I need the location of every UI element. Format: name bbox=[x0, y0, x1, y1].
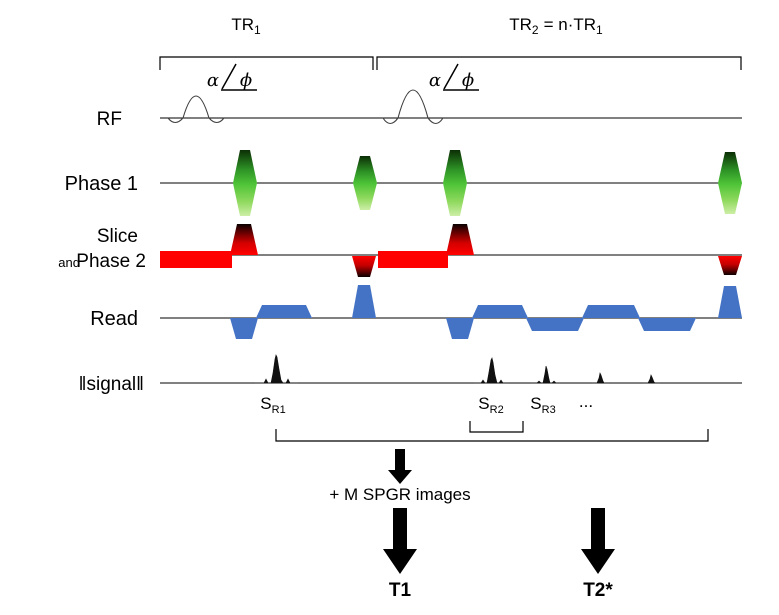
read-row-label: Read bbox=[90, 308, 138, 330]
tr2-label-eq-sub: 1 bbox=[596, 23, 603, 37]
tr1-label-sub: 1 bbox=[254, 23, 261, 37]
flip-angle-1-slash bbox=[221, 63, 237, 90]
echo-label-ellipsis: ... bbox=[579, 392, 593, 411]
sr2-sub: R2 bbox=[490, 404, 504, 416]
rf-pulse-1 bbox=[167, 95, 225, 124]
sr1-base: S bbox=[260, 394, 271, 413]
signal-echo-3 bbox=[531, 365, 560, 384]
bracket-sr2 bbox=[469, 421, 524, 433]
flip-angle-2-slash bbox=[443, 63, 459, 90]
slice-row-label: Slice bbox=[97, 226, 138, 247]
signal-echo-4 bbox=[592, 372, 609, 384]
read-prephaser-2 bbox=[446, 318, 474, 339]
sr1-sub: R1 bbox=[272, 404, 286, 416]
read-lobe-1 bbox=[256, 305, 312, 318]
read-spoiler-2 bbox=[718, 286, 742, 318]
echo-label-sr3: SR3 bbox=[530, 394, 555, 416]
flip-angle-1-alpha: α bbox=[207, 70, 219, 91]
bracket-all-echoes bbox=[275, 429, 709, 442]
phase2-rewinder-2 bbox=[718, 256, 742, 275]
tr2-label-eq: = n·TR bbox=[544, 15, 596, 34]
and-label: and bbox=[58, 255, 80, 270]
signal-row-label: ‖signal‖ bbox=[79, 374, 144, 395]
slice-lobe-2 bbox=[446, 224, 474, 255]
slice-bar-2 bbox=[378, 251, 448, 268]
rf-row-label: RF bbox=[97, 109, 122, 130]
phase2-row-label: Phase 2 bbox=[76, 251, 146, 272]
readout-echo-lobe-2 bbox=[526, 318, 584, 331]
readout-echo-lobe-1 bbox=[472, 305, 528, 318]
spgr-images-label: + M SPGR images bbox=[329, 485, 470, 504]
signal-echo-1 bbox=[255, 354, 298, 384]
read-prephaser-1 bbox=[230, 318, 258, 339]
t1-arrow bbox=[383, 508, 417, 574]
phase1-gradient-2 bbox=[353, 156, 377, 210]
slice-lobe-1 bbox=[230, 224, 258, 255]
rf-pulse-2 bbox=[382, 89, 444, 125]
tr2-label: TR2 = n·TR1 bbox=[509, 15, 603, 37]
flip-angle-2-alpha: α bbox=[429, 70, 441, 91]
tr2-label-base: TR bbox=[509, 15, 532, 34]
slice-bar-1 bbox=[160, 251, 232, 268]
phase1-gradient-4 bbox=[718, 152, 742, 214]
tr1-label: TR1 bbox=[231, 15, 261, 37]
readout-echo-lobe-3 bbox=[582, 305, 640, 318]
t2star-label: T2* bbox=[583, 580, 613, 601]
read-spoiler-1 bbox=[352, 285, 376, 318]
t2star-arrow bbox=[581, 508, 615, 574]
phase1-gradient-1 bbox=[233, 150, 257, 216]
phase1-gradient-3 bbox=[443, 150, 467, 216]
echo-label-sr2: SR2 bbox=[478, 394, 503, 416]
spgr-arrow bbox=[388, 449, 412, 484]
flip-angle-2-phi: ϕ bbox=[462, 70, 474, 91]
phase2-rewinder-1 bbox=[352, 256, 376, 277]
sr2-base: S bbox=[478, 394, 489, 413]
sr3-sub: R3 bbox=[542, 404, 556, 416]
tr1-bracket bbox=[159, 56, 374, 70]
signal-echo-5 bbox=[643, 374, 660, 384]
readout-echo-lobe-4 bbox=[638, 318, 696, 331]
signal-echo-2 bbox=[474, 357, 509, 384]
tr1-label-base: TR bbox=[231, 15, 254, 34]
flip-angle-1-phi: ϕ bbox=[240, 70, 252, 91]
sr3-base: S bbox=[530, 394, 541, 413]
phase1-row-label: Phase 1 bbox=[65, 173, 138, 195]
t1-label: T1 bbox=[389, 580, 412, 601]
tr2-label-sub: 2 bbox=[532, 23, 539, 37]
echo-label-sr1: SR1 bbox=[260, 394, 285, 416]
tr2-bracket bbox=[376, 56, 742, 70]
